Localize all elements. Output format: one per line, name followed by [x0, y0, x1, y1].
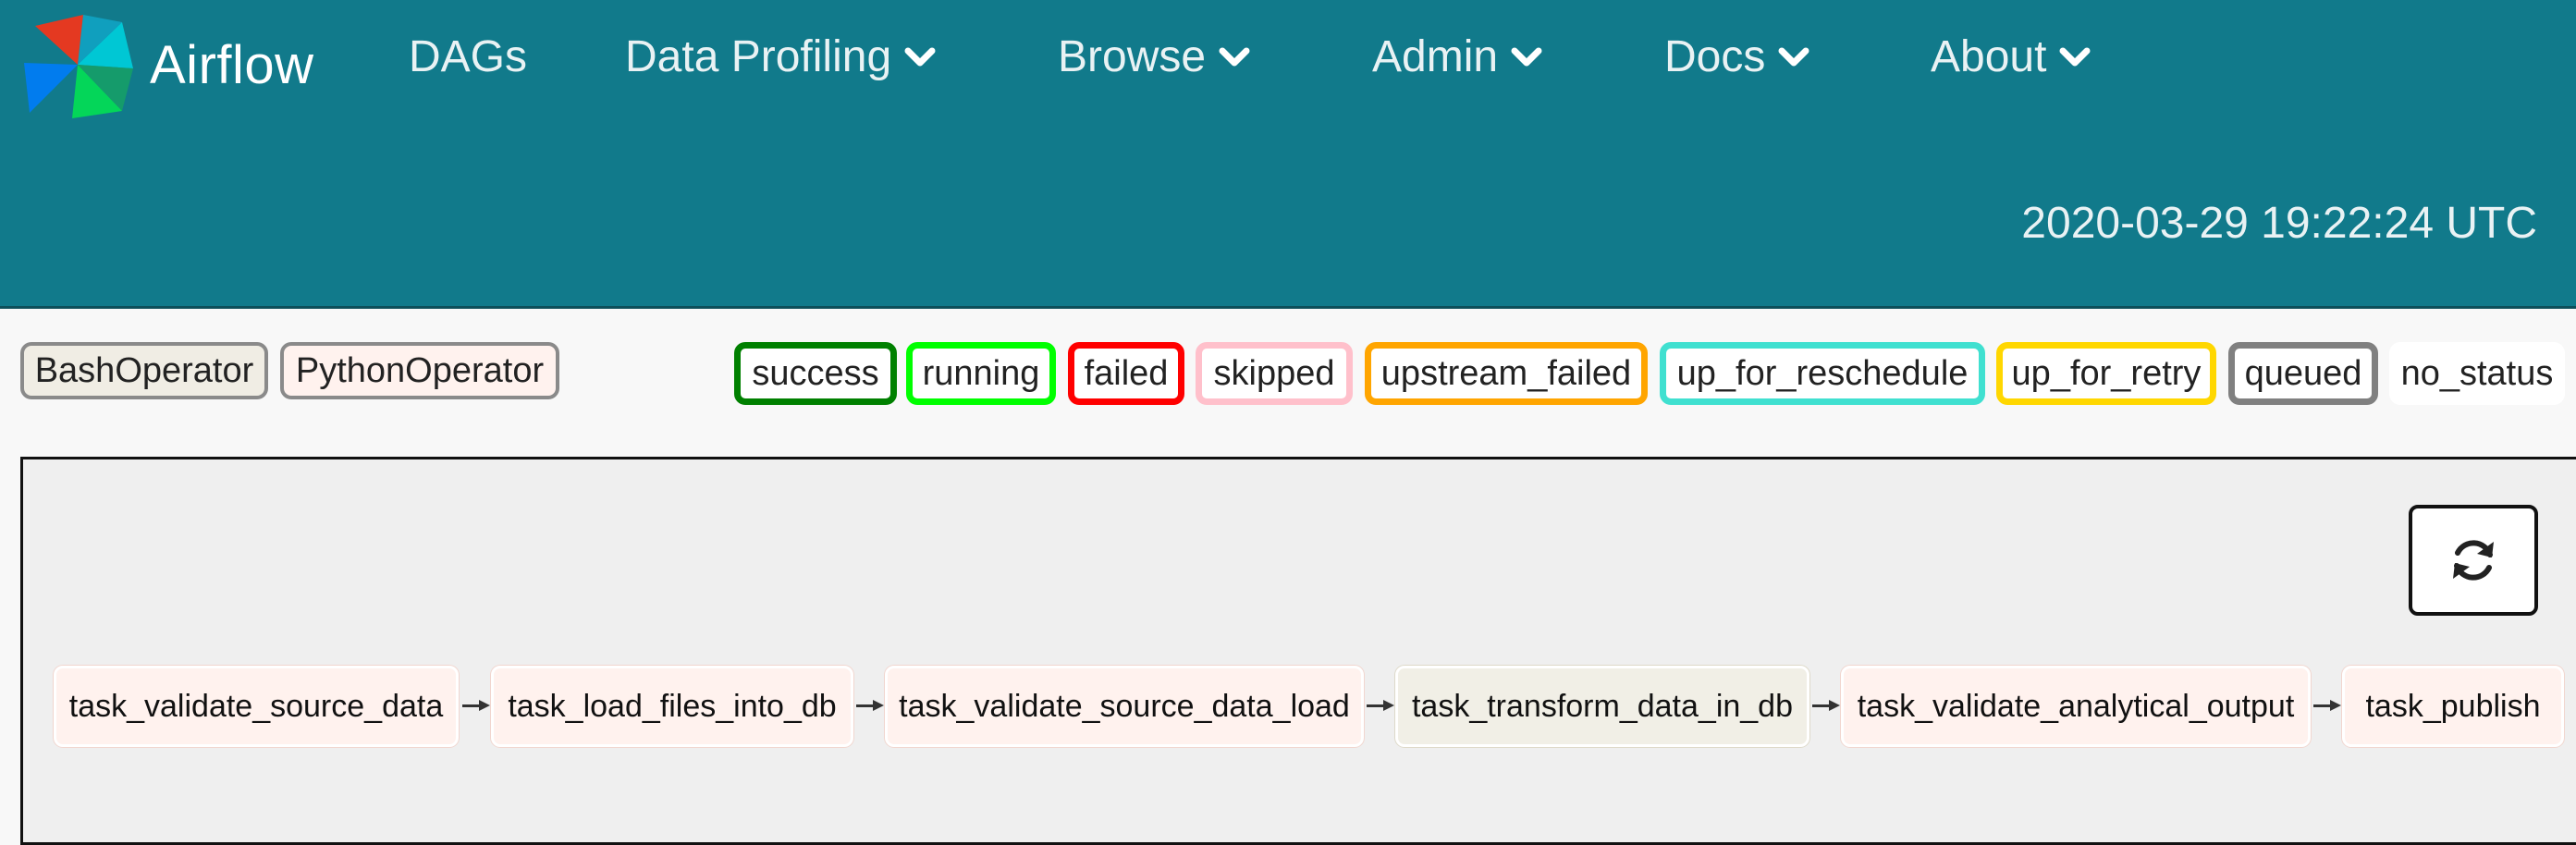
- nav-about[interactable]: About: [1931, 31, 2091, 82]
- edge-arrow: [1367, 700, 1394, 711]
- chevron-down-icon: [1511, 47, 1542, 66]
- legend-operator-bash: BashOperator: [20, 342, 268, 399]
- refresh-button[interactable]: [2409, 505, 2538, 616]
- state-skipped[interactable]: skipped: [1196, 342, 1353, 405]
- nav-browse-label: Browse: [1058, 32, 1207, 81]
- nav-admin-label: Admin: [1372, 32, 1499, 81]
- nav-about-label: About: [1931, 32, 2047, 81]
- task-node[interactable]: task_validate_source_data_load: [885, 666, 1364, 747]
- state-upstream-failed[interactable]: upstream_failed: [1365, 342, 1648, 405]
- task-node[interactable]: task_validate_source_data: [54, 666, 459, 747]
- chevron-down-icon: [904, 47, 936, 66]
- nav-dags-label: DAGs: [409, 32, 528, 81]
- state-running[interactable]: running: [906, 342, 1056, 405]
- airflow-pinwheel-icon: [24, 15, 133, 118]
- state-up-for-reschedule[interactable]: up_for_reschedule: [1660, 342, 1985, 405]
- task-node[interactable]: task_validate_analytical_output: [1841, 666, 2311, 747]
- state-success[interactable]: success: [734, 342, 897, 405]
- nav-docs-label: Docs: [1664, 32, 1766, 81]
- chevron-down-icon: [1778, 47, 1809, 66]
- task-node[interactable]: task_transform_data_in_db: [1395, 666, 1809, 747]
- edge-arrow: [462, 700, 490, 711]
- brand-link[interactable]: Airflow: [18, 9, 314, 120]
- nav-docs[interactable]: Docs: [1664, 31, 1809, 82]
- state-failed[interactable]: failed: [1068, 342, 1184, 405]
- nav-data-profiling[interactable]: Data Profiling: [625, 31, 936, 82]
- task-node[interactable]: task_load_files_into_db: [491, 666, 853, 747]
- task-node[interactable]: task_publish: [2342, 666, 2564, 747]
- nav-browse[interactable]: Browse: [1058, 31, 1250, 82]
- navbar: Airflow DAGs Data Profiling Browse Admin…: [0, 0, 2576, 309]
- nav-data-profiling-label: Data Profiling: [625, 32, 892, 81]
- legend-operator-python: PythonOperator: [280, 342, 559, 399]
- utc-clock: 2020-03-29 19:22:24 UTC: [2021, 199, 2537, 248]
- edge-arrow: [856, 700, 884, 711]
- refresh-icon: [2453, 540, 2494, 581]
- chevron-down-icon: [2059, 47, 2091, 66]
- edge-arrow: [2313, 700, 2341, 711]
- chevron-down-icon: [1219, 47, 1250, 66]
- state-no-status[interactable]: no_status: [2389, 342, 2565, 405]
- nav-admin[interactable]: Admin: [1372, 31, 1542, 82]
- dag-graph-canvas[interactable]: [20, 457, 2576, 845]
- state-up-for-retry[interactable]: up_for_retry: [1996, 342, 2216, 405]
- brand-name: Airflow: [150, 34, 314, 95]
- state-queued[interactable]: queued: [2228, 342, 2378, 405]
- edge-arrow: [1812, 700, 1840, 711]
- nav-dags[interactable]: DAGs: [409, 31, 527, 82]
